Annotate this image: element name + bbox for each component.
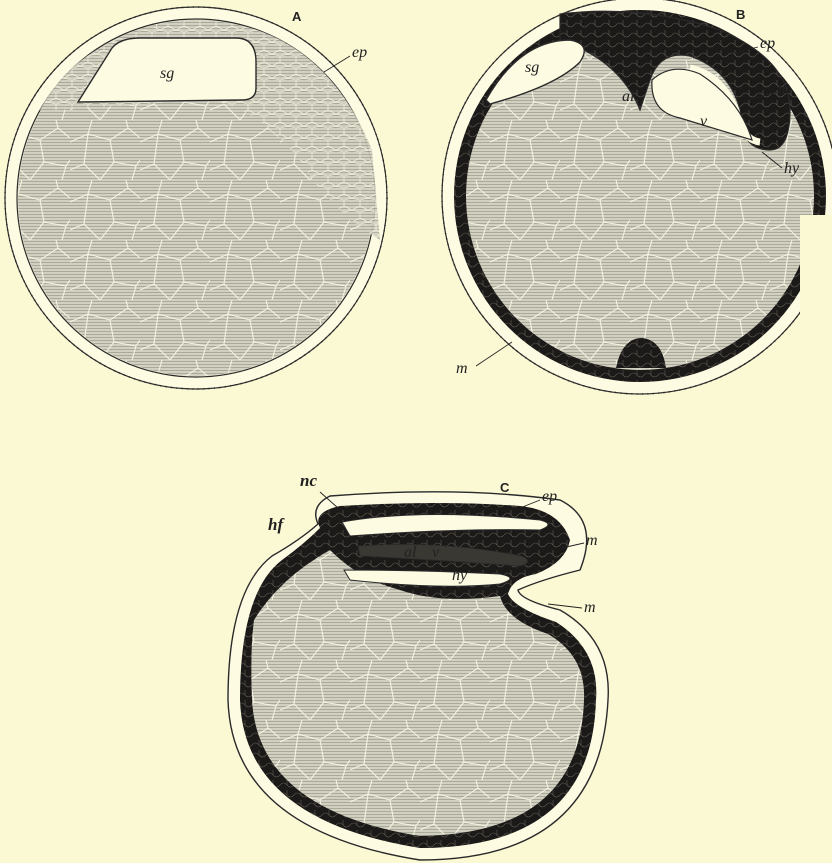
panel-c-label-hf: hf: [268, 515, 285, 534]
panel-c-letter: C: [500, 480, 510, 495]
panel-b-label-ep: ep: [760, 35, 775, 52]
panel-c-m-lower-leader: [548, 604, 582, 608]
panel-b-letter: B: [736, 7, 745, 22]
panel-b: B sg ep m al v hy m: [442, 0, 832, 394]
panel-c-label-ep: ep: [542, 488, 557, 505]
panel-b-label-sg: sg: [525, 59, 539, 76]
panel-b-label-al: al: [622, 88, 635, 105]
panel-c: C nc ep hf m al v hy m: [228, 471, 608, 860]
panel-a-letter: A: [292, 9, 302, 24]
panel-c-label-al: al: [404, 544, 417, 561]
panel-b-m-bottom-leader: [476, 342, 512, 366]
panel-a-label-sg: sg: [160, 65, 174, 82]
panel-b-label-hy: hy: [784, 160, 800, 177]
panel-a-label-ep: ep: [352, 44, 367, 61]
panel-c-label-nc: nc: [300, 471, 317, 490]
panel-b-label-v: v: [700, 113, 708, 130]
panel-c-label-m-top: m: [586, 532, 598, 549]
panel-c-label-hy: hy: [452, 567, 468, 584]
panel-c-label-m-lower: m: [584, 599, 596, 616]
panel-b-label-m-bottom: m: [456, 360, 468, 377]
panel-a: A sg ep: [5, 7, 387, 389]
panel-b-label-m-top: m: [778, 81, 790, 98]
panel-c-label-v: v: [432, 544, 440, 561]
